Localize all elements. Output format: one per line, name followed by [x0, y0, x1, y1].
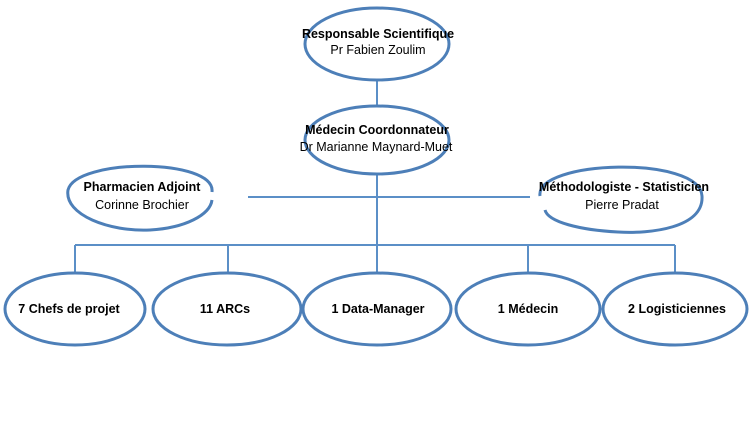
node-team-logisticiennes: 2 Logisticiennes: [601, 271, 749, 347]
node-title: Responsable Scientifique: [302, 27, 454, 41]
oval-team: [301, 271, 453, 347]
team-label: 11 ARCs: [200, 302, 250, 316]
node-name: Pr Fabien Zoulim: [330, 43, 425, 57]
node-pharmacien-adjoint: Pharmacien Adjoint Corinne Brochier: [66, 164, 214, 232]
node-team-medecin: 1 Médecin: [454, 271, 602, 347]
node-methodologiste-statisticien: Méthodologiste - Statisticien Pierre Pra…: [538, 165, 709, 234]
oval-team: [151, 271, 303, 347]
node-name: Pierre Pradat: [585, 198, 659, 212]
node-responsable-scientifique: Responsable Scientifique Pr Fabien Zouli…: [302, 6, 454, 82]
team-label: 1 Data-Manager: [331, 302, 424, 316]
node-team-data-manager: 1 Data-Manager: [301, 271, 453, 347]
node-name: Corinne Brochier: [95, 198, 189, 212]
node-team-arcs: 11 ARCs: [151, 271, 303, 347]
node-title: Méthodologiste - Statisticien: [539, 180, 709, 194]
oval-team: [601, 271, 749, 347]
team-label: 2 Logisticiennes: [628, 302, 726, 316]
team-label: 7 Chefs de projet: [18, 302, 120, 316]
node-medecin-coordonnateur: Médecin Coordonnateur Dr Marianne Maynar…: [300, 104, 453, 176]
oval-pharmacien: [66, 164, 214, 232]
oval-team: [3, 271, 147, 347]
oval-responsable: [303, 6, 451, 82]
node-title: Médecin Coordonnateur: [305, 123, 449, 137]
node-name: Dr Marianne Maynard-Muet: [300, 140, 453, 154]
connectors: [74, 78, 676, 275]
oval-coordonnateur: [303, 104, 451, 176]
node-team-chefs-de-projet: 7 Chefs de projet: [3, 271, 147, 347]
node-title: Pharmacien Adjoint: [84, 180, 202, 194]
team-label: 1 Médecin: [498, 302, 558, 316]
oval-team: [454, 271, 602, 347]
oval-methodologiste: [538, 165, 704, 234]
